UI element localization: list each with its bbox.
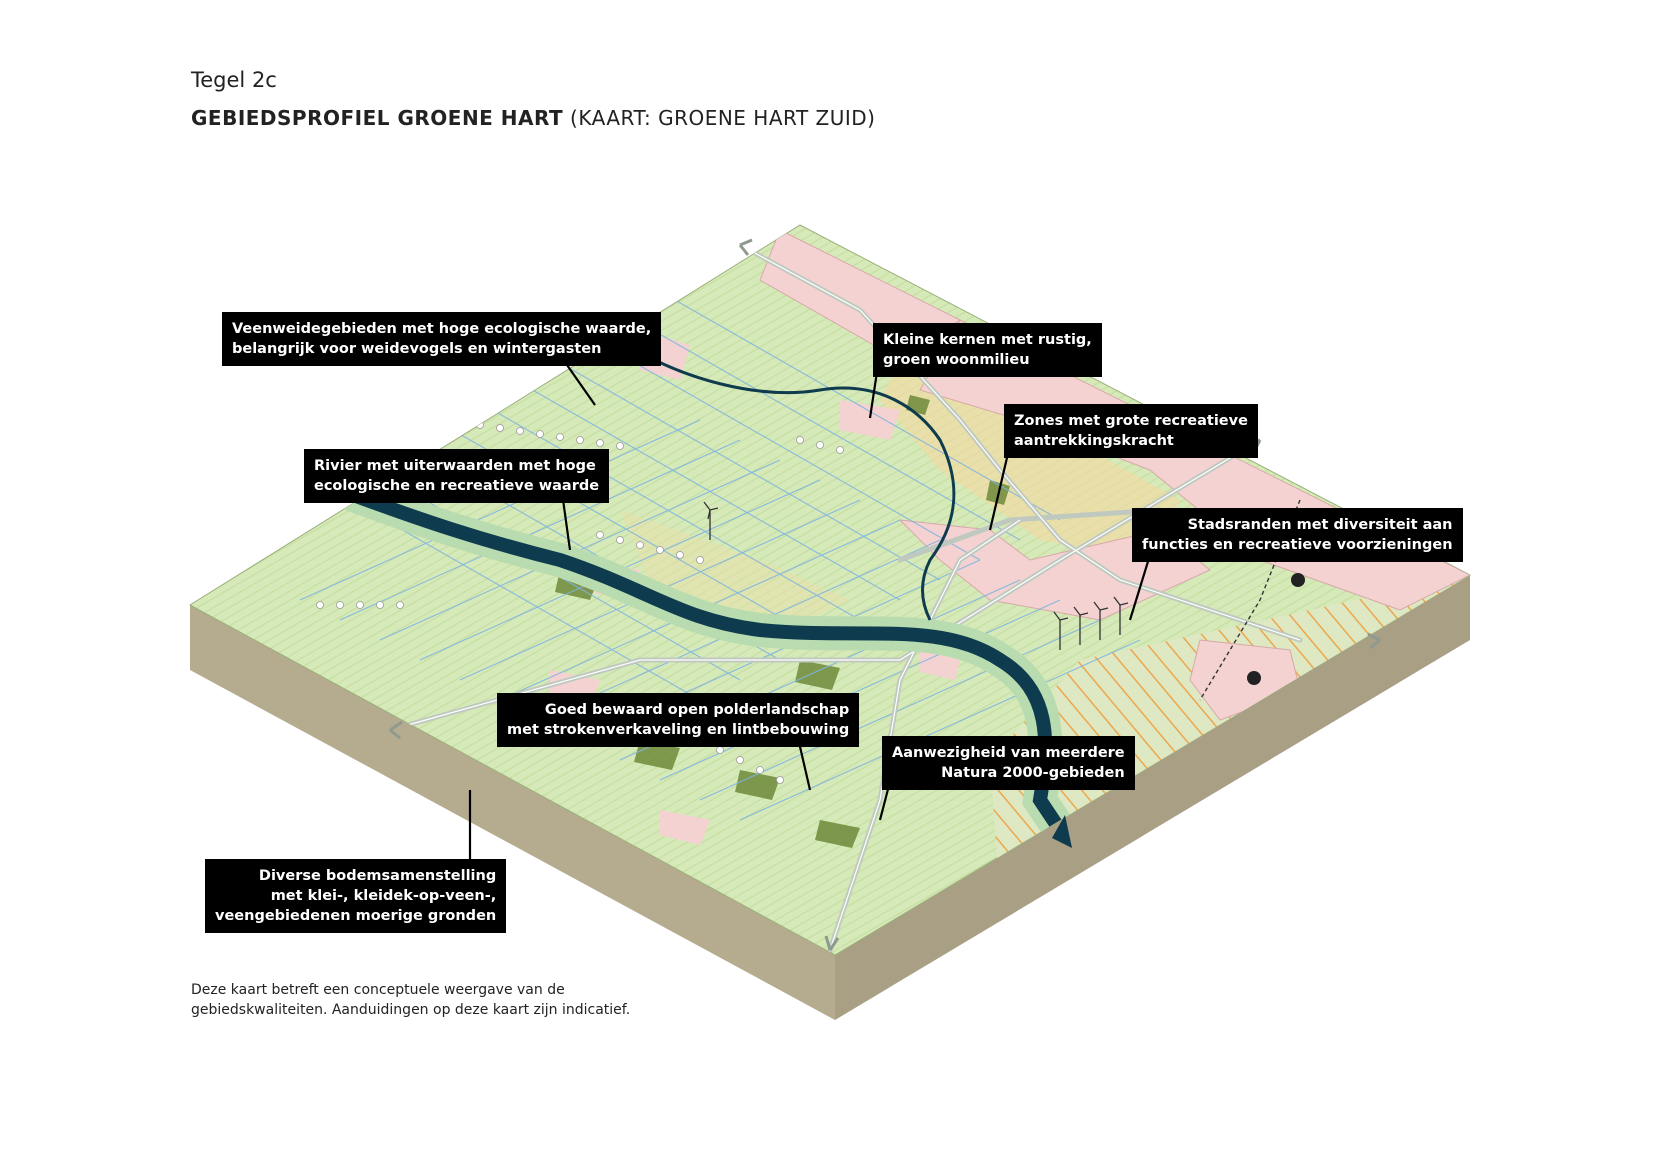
label-line: Diverse bodemsamenstelling bbox=[258, 868, 497, 884]
label-line: Zones met grote recreatieve bbox=[1014, 413, 1248, 429]
label-line: Veenweidegebieden met hoge ecologische w… bbox=[232, 321, 652, 337]
title-main: GEBIEDSPROFIEL GROENE HART bbox=[191, 106, 564, 130]
label-line: aantrekkingskracht bbox=[1014, 433, 1174, 449]
label-line: met klei-, kleidek-op-veen-, bbox=[270, 888, 497, 904]
label-zones: Zones met grote recreatieve aantrekkings… bbox=[1004, 404, 1258, 458]
label-line: ecologische en recreatieve waarde bbox=[314, 478, 600, 494]
label-line: veengebiedenen moerige gronden bbox=[215, 908, 497, 924]
road-centerlines bbox=[389, 244, 1301, 951]
urban-area bbox=[660, 810, 710, 845]
water-channels bbox=[279, 279, 1141, 821]
label-line: Natura 2000-gebieden bbox=[941, 765, 1125, 781]
label-natura: Aanwezigheid van meerdere Natura 2000-ge… bbox=[882, 736, 1135, 790]
page-title: GEBIEDSPROFIEL GROENE HART (KAART: GROEN… bbox=[191, 106, 875, 130]
ribbon-development bbox=[316, 421, 844, 784]
label-rivier: Rivier met uiterwaarden met hoge ecologi… bbox=[304, 449, 610, 503]
label-line: Rivier met uiterwaarden met hoge bbox=[314, 458, 596, 474]
label-line: met strokenverkaveling en lintbebouwing bbox=[507, 722, 850, 738]
river bbox=[333, 483, 1067, 837]
label-line: belangrijk voor weidevogels en wintergas… bbox=[232, 341, 602, 357]
label-line: groen woonmilieu bbox=[883, 352, 1030, 368]
title-extra: (KAART: GROENE HART ZUID) bbox=[570, 106, 876, 130]
urban-area bbox=[840, 400, 900, 440]
label-polder: Goed bewaard open polderlandschap met st… bbox=[497, 693, 860, 747]
river-outflow-arrow bbox=[1052, 815, 1072, 848]
recreation-zone bbox=[880, 360, 1180, 560]
label-line: functies en recreatieve voorzieningen bbox=[1142, 537, 1453, 553]
urban-area bbox=[920, 650, 960, 680]
label-veenweide: Veenweidegebieden met hoge ecologische w… bbox=[222, 312, 662, 366]
footnote-line: Deze kaart betreft een conceptuele weerg… bbox=[191, 982, 565, 998]
train-station-icon bbox=[1247, 573, 1305, 685]
label-stadsranden: Stadsranden met diversiteit aan functies… bbox=[1132, 508, 1463, 562]
label-line: Aanwezigheid van meerdere bbox=[892, 745, 1125, 761]
soil-side-right bbox=[835, 575, 1470, 1020]
label-line: Kleine kernen met rustig, bbox=[883, 332, 1092, 348]
label-kernen: Kleine kernen met rustig, groen woonmili… bbox=[873, 323, 1102, 377]
soil-side-left bbox=[190, 605, 835, 1020]
label-bodem: Diverse bodemsamenstelling met klei-, kl… bbox=[205, 859, 507, 933]
footnote: Deze kaart betreft een conceptuele weerg… bbox=[191, 980, 630, 1020]
wind-turbine-icon bbox=[703, 501, 1129, 650]
label-line: Stadsranden met diversiteit aan bbox=[1187, 517, 1453, 533]
label-line: Goed bewaard open polderlandschap bbox=[544, 702, 850, 718]
footnote-line: gebiedskwaliteiten. Aanduidingen op deze… bbox=[191, 1002, 631, 1018]
stream bbox=[619, 338, 956, 621]
subtitle: Tegel 2c bbox=[191, 68, 277, 92]
